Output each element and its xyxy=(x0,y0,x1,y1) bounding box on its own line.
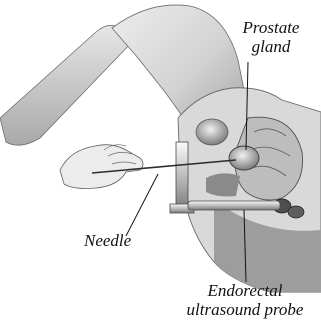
probe-label-line2: ultrasound probe xyxy=(170,300,320,319)
prostate-label-line2: gland xyxy=(226,37,316,56)
needle-leader xyxy=(126,174,158,236)
bladder xyxy=(196,119,228,145)
perineum xyxy=(206,173,240,196)
needle-template xyxy=(176,142,188,210)
probe-label-line1: Endorectal xyxy=(170,281,320,300)
hand xyxy=(60,145,143,189)
ultrasound-probe xyxy=(188,201,280,210)
prostate-gland-label: Prostate gland xyxy=(226,18,316,56)
anal-ring-2 xyxy=(288,206,304,218)
prostate-label-line1: Prostate xyxy=(226,18,316,37)
lower-leg xyxy=(0,25,132,145)
needle-label: Needle xyxy=(84,231,131,250)
prostate-gland xyxy=(229,146,259,170)
ultrasound-probe-label: Endorectal ultrasound probe xyxy=(170,281,320,319)
